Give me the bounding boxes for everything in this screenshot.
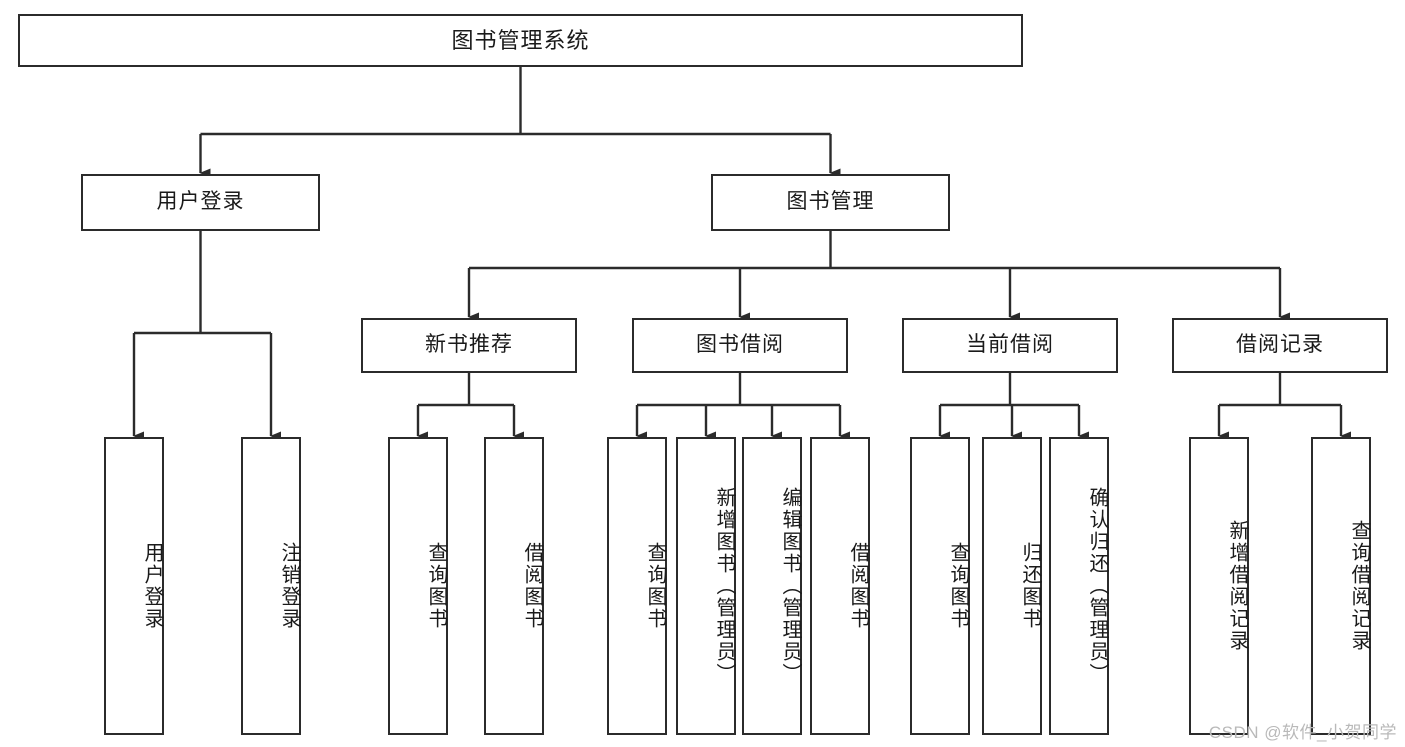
node-user-login[interactable]: 用户登录 (81, 174, 320, 231)
node-label: 归还图书 (1019, 542, 1041, 630)
node-current-borrow[interactable]: 当前借阅 (902, 318, 1118, 373)
node-label: 确认归还（管理员） (1086, 487, 1108, 685)
node-label: 借阅图书 (847, 542, 869, 630)
leaf-borrow-book-recommend[interactable]: 借阅图书 (484, 437, 544, 735)
node-label: 查询借阅记录 (1348, 520, 1370, 652)
node-label: 借阅记录 (1236, 333, 1324, 357)
node-new-book-recommend[interactable]: 新书推荐 (361, 318, 577, 373)
leaf-query-book-current[interactable]: 查询图书 (910, 437, 970, 735)
node-label: 用户登录 (141, 542, 163, 630)
leaf-query-borrow-record[interactable]: 查询借阅记录 (1311, 437, 1371, 735)
node-borrow-record[interactable]: 借阅记录 (1172, 318, 1388, 373)
node-label: 图书管理 (786, 190, 875, 214)
node-label: 查询图书 (425, 542, 447, 630)
node-label: 用户登录 (156, 190, 245, 214)
node-label: 借阅图书 (521, 542, 543, 630)
node-book-borrow[interactable]: 图书借阅 (632, 318, 848, 373)
node-label: 新书推荐 (425, 333, 513, 357)
node-label: 编辑图书（管理员） (779, 487, 801, 685)
leaf-borrow-book[interactable]: 借阅图书 (810, 437, 870, 735)
leaf-confirm-return-admin[interactable]: 确认归还（管理员） (1049, 437, 1109, 735)
node-label: 新增图书（管理员） (713, 487, 735, 685)
node-label: 图书借阅 (696, 333, 784, 357)
leaf-logout[interactable]: 注销登录 (241, 437, 301, 735)
node-book-management[interactable]: 图书管理 (711, 174, 950, 231)
leaf-add-borrow-record[interactable]: 新增借阅记录 (1189, 437, 1249, 735)
node-label: 注销登录 (278, 542, 300, 630)
node-label: 图书管理系统 (451, 27, 590, 53)
leaf-user-login[interactable]: 用户登录 (104, 437, 164, 735)
node-label: 查询图书 (644, 542, 666, 630)
leaf-query-book-recommend[interactable]: 查询图书 (388, 437, 448, 735)
node-label: 当前借阅 (966, 333, 1054, 357)
leaf-add-book-admin[interactable]: 新增图书（管理员） (676, 437, 736, 735)
node-root[interactable]: 图书管理系统 (18, 14, 1023, 67)
leaf-edit-book-admin[interactable]: 编辑图书（管理员） (742, 437, 802, 735)
leaf-query-book-borrow[interactable]: 查询图书 (607, 437, 667, 735)
leaf-return-book[interactable]: 归还图书 (982, 437, 1042, 735)
node-label: 查询图书 (947, 542, 969, 630)
watermark: CSDN @软件_小贺同学 (1208, 723, 1397, 742)
node-label: 新增借阅记录 (1226, 520, 1248, 652)
